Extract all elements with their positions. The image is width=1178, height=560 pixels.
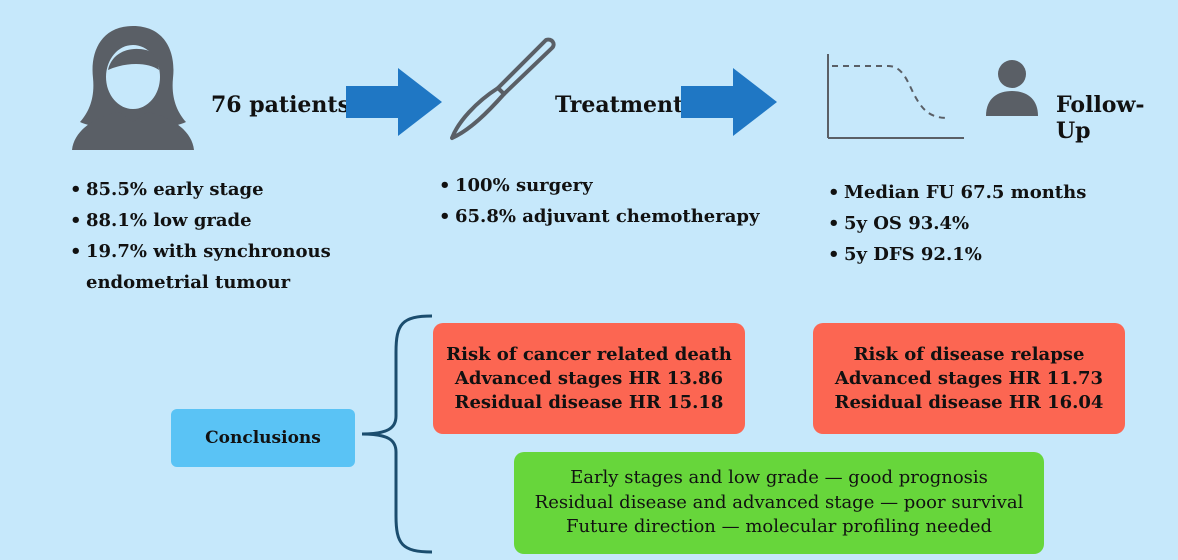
step-title-follow-up: Follow-Up [1056,92,1145,144]
risk-box-line: Advanced stages HR 13.86 [454,367,724,389]
list-item: 5y DFS 92.1% [828,239,1128,270]
risk-box-relapse: Risk of disease relapse Advanced stages … [813,323,1125,434]
conclusions-label: Conclusions [171,409,355,467]
risk-box-line: Residual disease HR 15.18 [454,391,724,413]
person-icon [72,26,194,150]
summary-line: Early stages and low grade — good progno… [570,467,988,489]
list-item: 19.7% with synchronous endometrial tumou… [70,236,350,298]
list-item: 88.1% low grade [70,205,350,236]
list-item: 5y OS 93.4% [828,208,1128,239]
step-title-patients: 76 patients [211,92,350,118]
risk-box-death: Risk of cancer related death Advanced st… [433,323,745,434]
patients-bullet-list: 85.5% early stage 88.1% low grade 19.7% … [70,174,350,298]
risk-box-line: Residual disease HR 16.04 [834,391,1104,413]
survival-curve-icon [827,54,964,139]
list-item: 100% surgery [439,170,769,201]
step-title-treatment: Treatment [555,92,684,118]
follow-up-bullet-list: Median FU 67.5 months 5y OS 93.4% 5y DFS… [828,177,1128,270]
summary-line: Future direction — molecular profiling n… [565,516,993,538]
summary-line: Residual disease and advanced stage — po… [534,491,1024,513]
arrow-right-icon [346,68,442,136]
conclusions-text: Conclusions [205,428,321,448]
risk-box-line: Risk of disease relapse [853,343,1085,365]
list-item: Median FU 67.5 months [828,177,1128,208]
list-item: 85.5% early stage [70,174,350,205]
summary-box: Early stages and low grade — good progno… [514,452,1044,554]
treatment-bullet-list: 100% surgery 65.8% adjuvant chemotherapy [439,170,769,232]
risk-box-line: Advanced stages HR 11.73 [834,367,1104,389]
arrow-right-icon [681,68,777,136]
user-icon [986,60,1038,116]
scalpel-icon [450,37,556,140]
risk-box-line: Risk of cancer related death [446,343,732,365]
list-item: 65.8% adjuvant chemotherapy [439,201,769,232]
curly-bracket [361,314,433,554]
